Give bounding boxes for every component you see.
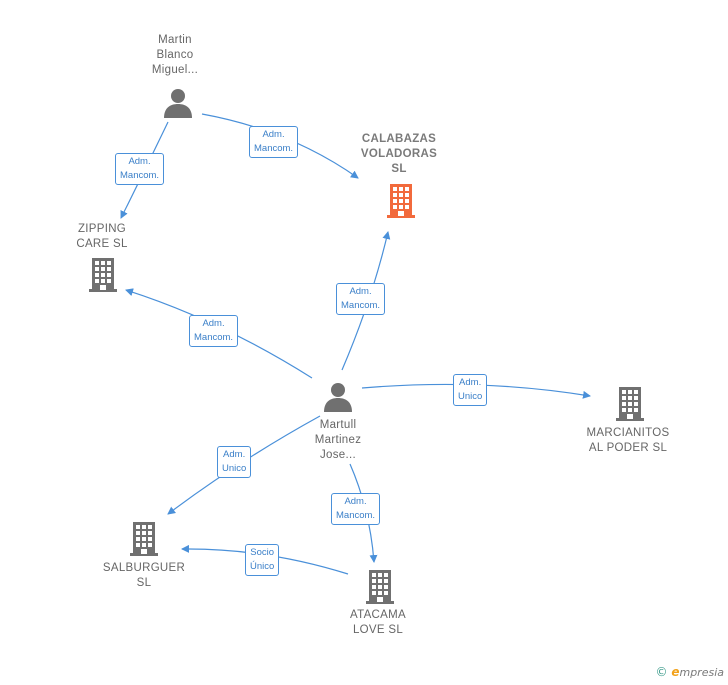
node-label-line: SALBURGUER bbox=[102, 562, 186, 574]
building-icon-zipping[interactable] bbox=[89, 258, 117, 292]
brand-logo-initial: e bbox=[671, 665, 680, 679]
building-icon-atacama[interactable] bbox=[366, 570, 394, 604]
node-label-martull[interactable]: Martull Martinez Jose... bbox=[300, 418, 376, 463]
edge-label-martull-calabazas: Adm.Mancom. bbox=[336, 283, 386, 315]
node-label-line: SL bbox=[136, 577, 152, 589]
node-label-line: Martull bbox=[319, 419, 357, 431]
edge-label-martull-zipping: Adm.Mancom. bbox=[189, 315, 239, 347]
node-label-line: ZIPPING bbox=[77, 223, 127, 235]
node-label-line: Martinez bbox=[314, 434, 362, 446]
copyright-icon: © bbox=[655, 665, 668, 679]
person-icon-martin-blanco[interactable] bbox=[164, 89, 192, 118]
node-label-line: MARCIANITOS bbox=[586, 427, 670, 439]
node-label-line: ATACAMA bbox=[350, 609, 406, 621]
edge-label-martull-marcianitos: Adm.Unico bbox=[453, 374, 488, 406]
edge-label-martin-calabazas: Adm.Mancom. bbox=[249, 126, 299, 158]
node-label-line: Jose... bbox=[320, 449, 356, 461]
node-label-calabazas[interactable]: CALABAZAS VOLADORAS SL bbox=[352, 132, 446, 177]
node-label-salburguer[interactable]: SALBURGUER SL bbox=[96, 561, 192, 591]
building-icon-marcianitos[interactable] bbox=[616, 387, 644, 421]
edge-label-martin-zipping: Adm.Mancom. bbox=[115, 153, 165, 185]
node-label-line: VOLADORAS bbox=[360, 148, 438, 160]
node-label-line: SL bbox=[391, 163, 407, 175]
node-label-line: CARE SL bbox=[76, 238, 128, 250]
node-label-line: Miguel... bbox=[151, 64, 199, 76]
brand-logo-text: mpresia bbox=[679, 666, 724, 679]
node-label-atacama[interactable]: ATACAMA LOVE SL bbox=[336, 608, 420, 638]
node-label-line: CALABAZAS bbox=[361, 133, 437, 145]
edge-label-martull-salburguer: Adm.Unico bbox=[217, 446, 252, 478]
copyright-brand[interactable]: © empresia bbox=[656, 665, 724, 679]
node-label-marcianitos[interactable]: MARCIANITOS AL PODER SL bbox=[578, 426, 678, 456]
edge-label-martull-atacama: Adm.Mancom. bbox=[331, 493, 381, 525]
node-label-line: Martin bbox=[158, 34, 192, 46]
node-label-zipping[interactable]: ZIPPING CARE SL bbox=[62, 222, 142, 252]
node-label-line: AL PODER SL bbox=[588, 442, 668, 454]
building-icon-salburguer[interactable] bbox=[130, 522, 158, 556]
node-label-line: Blanco bbox=[156, 49, 194, 61]
node-label-martin-blanco[interactable]: Martin Blanco Miguel... bbox=[140, 33, 210, 78]
person-icon-martull[interactable] bbox=[324, 383, 352, 412]
building-icon-calabazas[interactable] bbox=[387, 184, 415, 218]
node-label-line: LOVE SL bbox=[352, 624, 404, 636]
